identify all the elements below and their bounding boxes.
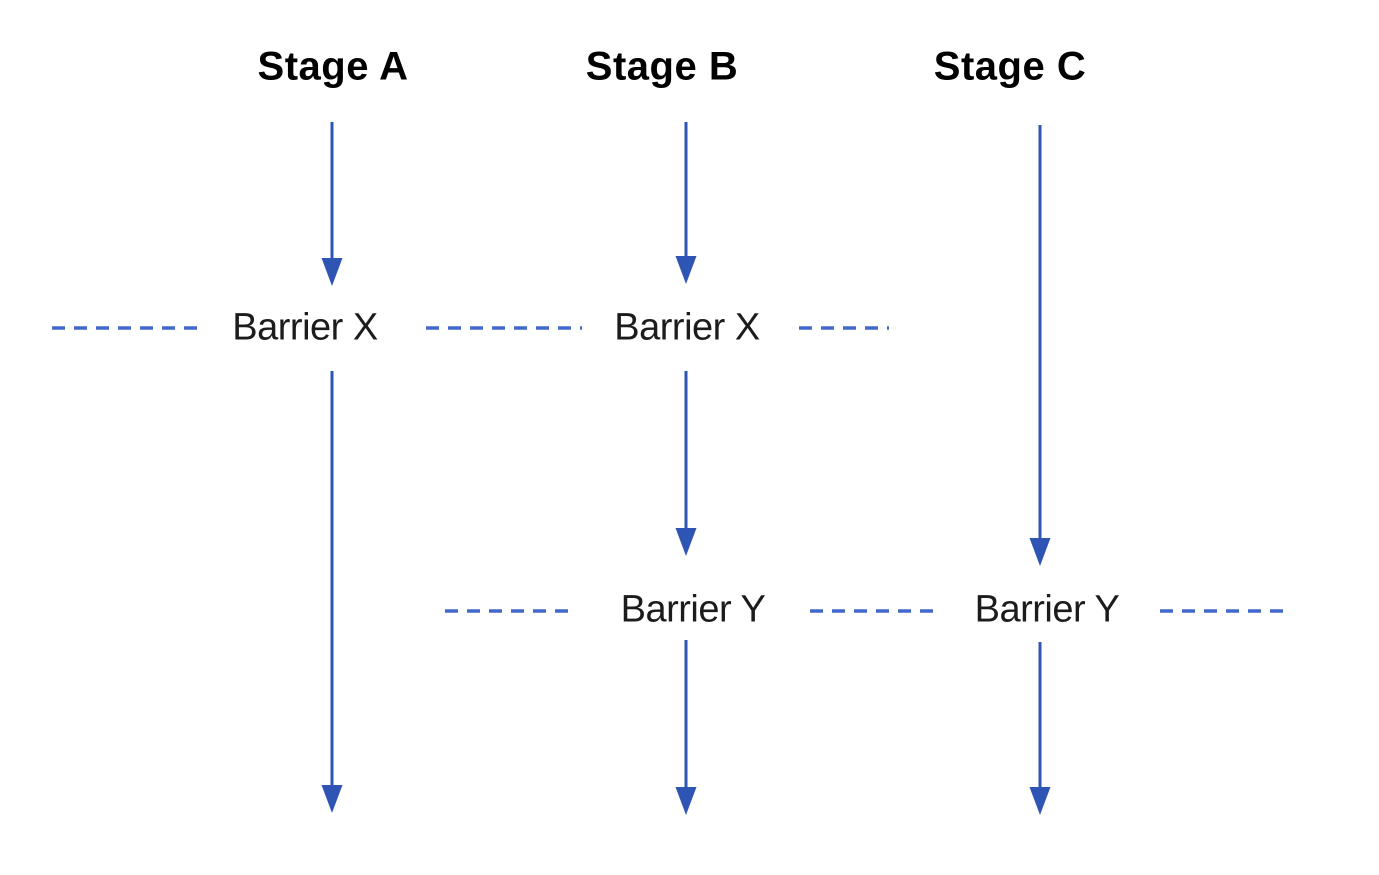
stage-a-arrowhead-bottom-icon <box>321 785 343 813</box>
stage-b-arrowhead-bottom-icon <box>675 787 697 815</box>
barrier-x-label-stage-a: Barrier X <box>232 306 378 349</box>
stage-b-header: Stage B <box>585 44 739 89</box>
stage-c-arrowhead-top-icon <box>1029 538 1051 566</box>
stage-b-arrowhead-middle-icon <box>675 528 697 556</box>
barrier-y-label-stage-b: Barrier Y <box>620 588 766 631</box>
stage-a-header: Stage A <box>257 44 409 89</box>
barrier-y-label-stage-c: Barrier Y <box>974 588 1120 631</box>
stage-c-arrowhead-bottom-icon <box>1029 787 1051 815</box>
stage-a-arrowhead-top-icon <box>321 258 343 286</box>
barrier-x-label-stage-b: Barrier X <box>614 306 760 349</box>
stage-c-header: Stage C <box>933 44 1087 89</box>
stage-b-arrowhead-top-icon <box>675 256 697 284</box>
